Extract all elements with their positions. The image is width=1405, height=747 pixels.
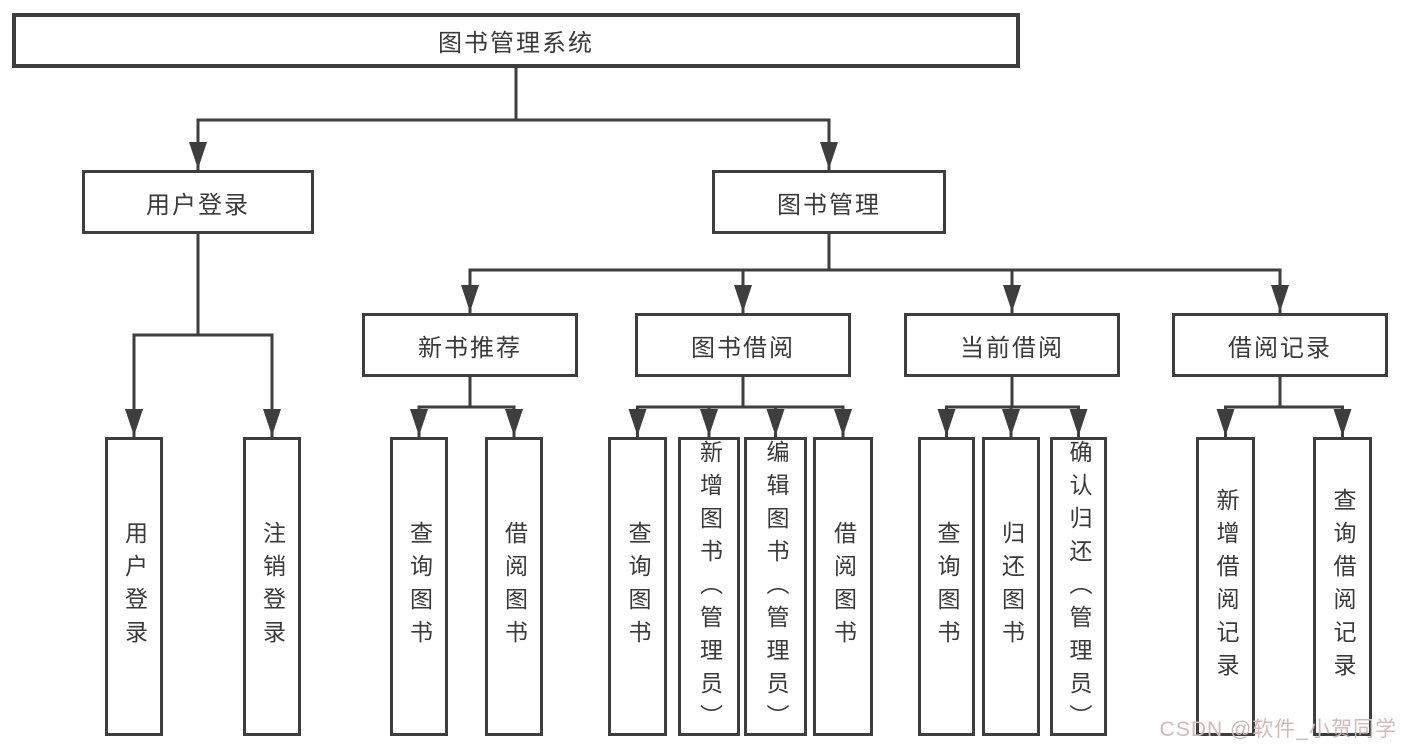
- node-label: 借阅图书: [830, 520, 857, 653]
- node-br-add: 新增借阅记录: [1196, 437, 1255, 736]
- node-cb-confirm: 确认归还（管理员）: [1050, 437, 1107, 737]
- node-user-login: 用户登录: [82, 170, 314, 234]
- node-book-borrow: 图书借阅: [635, 313, 851, 377]
- node-rec-borrow: 借阅图书: [485, 437, 543, 736]
- node-bb-query: 查询图书: [608, 437, 667, 736]
- node-label: 查询图书: [625, 520, 651, 653]
- node-current-borrow: 当前借阅: [904, 313, 1120, 377]
- node-borrow-record: 借阅记录: [1172, 313, 1388, 377]
- node-label: 当前借阅: [960, 334, 1064, 362]
- node-label: 确认归还（管理员）: [1066, 440, 1092, 737]
- node-label: 查询图书: [934, 520, 960, 653]
- node-label: 图书借阅: [691, 334, 795, 362]
- node-label: 查询图书: [406, 520, 433, 653]
- node-do-login: 用户登录: [105, 437, 163, 736]
- node-do-logout: 注销登录: [243, 437, 301, 736]
- node-rec-query: 查询图书: [390, 437, 448, 736]
- node-label: 归还图书: [998, 520, 1025, 653]
- node-label: 借阅记录: [1228, 334, 1332, 362]
- node-label: 用户登录: [146, 191, 250, 219]
- node-new-book-rec: 新书推荐: [362, 313, 578, 377]
- node-label: 编辑图书（管理员）: [763, 440, 789, 737]
- node-cb-query: 查询图书: [918, 437, 975, 736]
- node-label: 新增借阅记录: [1213, 487, 1239, 686]
- node-cb-return: 归还图书: [982, 437, 1040, 736]
- node-label: 借阅图书: [501, 520, 528, 653]
- node-root: 图书管理系统: [12, 13, 1020, 68]
- node-label: 注销登录: [259, 520, 286, 653]
- node-bb-edit: 编辑图书（管理员）: [744, 437, 807, 737]
- node-label: 图书管理: [777, 191, 881, 219]
- node-book-mgmt: 图书管理: [712, 170, 946, 234]
- node-label: 图书管理系统: [438, 30, 594, 57]
- node-bb-add: 新增图书（管理员）: [678, 437, 740, 737]
- node-bb-borrow: 借阅图书: [813, 437, 873, 736]
- node-label: 用户登录: [121, 520, 148, 653]
- watermark: CSDN @软件_小贺同学: [1159, 718, 1397, 741]
- node-label: 查询借阅记录: [1330, 487, 1356, 686]
- node-label: 新书推荐: [418, 334, 522, 362]
- node-br-query: 查询借阅记录: [1313, 437, 1372, 736]
- node-label: 新增图书（管理员）: [696, 440, 723, 737]
